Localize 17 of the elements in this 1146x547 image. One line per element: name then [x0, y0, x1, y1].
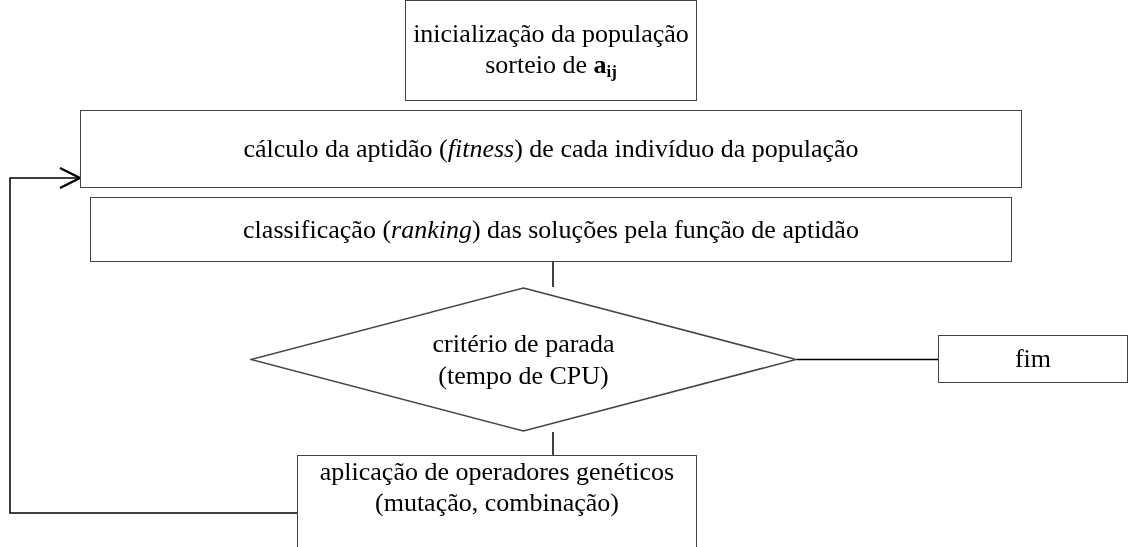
node-text: sorteio de a$_{ij}$	[485, 49, 617, 83]
process-box	[405, 0, 697, 101]
process-box	[80, 110, 1022, 188]
node-text: inicialização da população	[413, 18, 689, 50]
connector-line	[796, 358, 939, 361]
connector-line	[552, 431, 554, 456]
node-text: classificação (ranking) das soluções pela função de aptidão	[243, 213, 859, 246]
process-box	[297, 455, 697, 547]
connector-line	[552, 261, 554, 288]
arrow	[9, 166, 298, 514]
node-text: critério de parada (tempo de CPU)	[431, 328, 616, 391]
node-text: fim	[1014, 343, 1052, 375]
terminal-box	[938, 335, 1128, 383]
decision-diamond	[250, 287, 797, 432]
process-box	[90, 197, 1012, 262]
node-text: aplicação de operadores genéticos (mutação, combinação)	[318, 456, 676, 519]
node-text: cálculo da aptidão (fitness) de cada indivíduo da população	[243, 133, 859, 165]
